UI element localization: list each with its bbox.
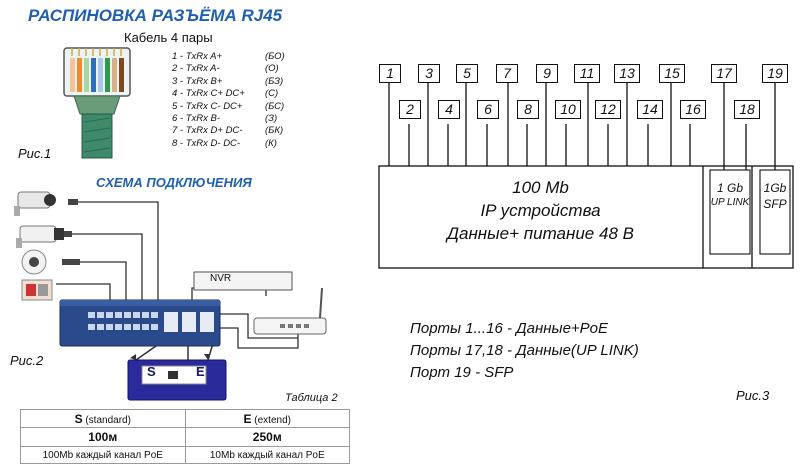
fig3-caption: Рис.3: [736, 388, 770, 403]
col2-distance: 250м: [252, 430, 282, 444]
port-number: 5: [456, 64, 478, 83]
col2-note: 10Mb каждый канал PoE: [184, 446, 350, 464]
s-label: S: [147, 364, 156, 379]
port-number: 7: [496, 64, 518, 83]
pinout-title: РАСПИНОВКА РАЗЪЁМА RJ45: [28, 6, 283, 25]
port-number: 14: [637, 100, 663, 119]
port-number: 6: [477, 100, 499, 119]
legend-line: Порты 17,18 - Данные(UP LINK): [410, 342, 639, 359]
camera-icon: [16, 225, 64, 248]
legend-line: Порты 1...16 - Данные+PoE: [410, 320, 609, 337]
sfp-box-text: 1Gb SFP: [760, 180, 790, 212]
port-number: 9: [536, 64, 558, 83]
port-number: 11: [574, 64, 600, 83]
col1-note: 100Mb каждый канал PoE: [20, 446, 186, 464]
port-number: 15: [659, 64, 685, 83]
port-number: 19: [762, 64, 788, 83]
cable-subtitle: Кабель 4 пары: [124, 30, 213, 45]
col1-head-bold: S: [74, 411, 83, 426]
doorphone-icon: [21, 279, 53, 301]
col2-head-bold: E: [243, 411, 252, 426]
pin-label: 6 - TxRx B-: [172, 113, 221, 124]
nvr-label: NVR: [210, 273, 232, 284]
data-power-label: Данные+ питание 48 В: [447, 224, 634, 243]
col2-head-rest: (extend): [251, 414, 291, 426]
pin-color-code: (БЗ): [265, 75, 284, 87]
dome-camera-icon: [21, 249, 47, 275]
fig1-caption: Рис.1: [18, 146, 52, 161]
s-e-switch-icon: [127, 359, 227, 401]
poe-switch-icon: [59, 299, 221, 347]
pin-color-code: (С): [265, 88, 279, 100]
pin-color-code: (БК): [265, 125, 284, 137]
port-number: 10: [555, 100, 581, 119]
scheme-title: СХЕМА ПОДКЛЮЧЕНИЯ: [96, 175, 252, 190]
port-number: 3: [418, 64, 440, 83]
pin-label: 7 - TxRx D+ DC-: [172, 125, 243, 137]
port-number: 12: [595, 100, 621, 119]
distance-table: S (standard) E (extend) 100м 250м 100Mb …: [20, 409, 350, 464]
table-caption: Таблица 2: [285, 392, 338, 404]
port-number: 1: [379, 64, 401, 83]
pin-label: 3 - TxRx B+: [172, 75, 223, 87]
pin-color-code: (О): [265, 63, 279, 75]
camera-icon: [14, 191, 56, 216]
uplink-label: UP LINK: [710, 197, 750, 208]
uplink-speed: 1 Gb: [716, 181, 743, 195]
pin-label: 5 - TxRx C- DC+: [172, 100, 243, 112]
sfp-label: SFP: [763, 197, 787, 211]
speed-100mb: 100 Mb: [512, 178, 569, 197]
port-number: 16: [680, 100, 706, 119]
legend-line: Порт 19 - SFP: [410, 364, 514, 381]
port-number: 2: [399, 100, 421, 119]
pin-color-code: (К): [265, 137, 277, 149]
pin-label: 4 - TxRx C+ DC+: [172, 88, 245, 100]
port-number: 18: [734, 100, 760, 119]
sfp-speed: 1Gb: [763, 181, 787, 195]
main-box-text: 100 Mb IP устройства Данные+ питание 48 …: [379, 176, 702, 245]
pin-label: 8 - TxRx D- DC-: [172, 137, 241, 149]
e-label: E: [196, 364, 205, 379]
pin-color-code: (БС): [265, 100, 285, 112]
port-number: 17: [711, 64, 737, 83]
col1-head-rest: (standard): [82, 414, 131, 426]
pin-label: 1 - TxRx A+: [172, 51, 223, 62]
port-number: 8: [517, 100, 539, 119]
uplink-box-text: 1 Gb UP LINK: [710, 180, 750, 210]
pin-label: 2 - TxRx A-: [172, 63, 220, 75]
ip-devices-label: IP устройства: [480, 201, 601, 220]
router-icon: [253, 287, 327, 335]
col1-distance: 100м: [88, 430, 118, 444]
fig2-caption: Рис.2: [10, 353, 44, 368]
rj45-connector-image: [63, 47, 131, 159]
port-diagram-lines: [378, 80, 794, 269]
port-legend: Порты 1...16 - Данные+PoE Порты 17,18 - …: [410, 318, 639, 384]
port-number: 4: [438, 100, 460, 119]
port-number: 13: [614, 64, 640, 83]
pin-color-code: (БО): [265, 51, 285, 62]
pin-color-code: (З): [265, 113, 278, 124]
connection-scheme-diagram: [14, 191, 327, 401]
